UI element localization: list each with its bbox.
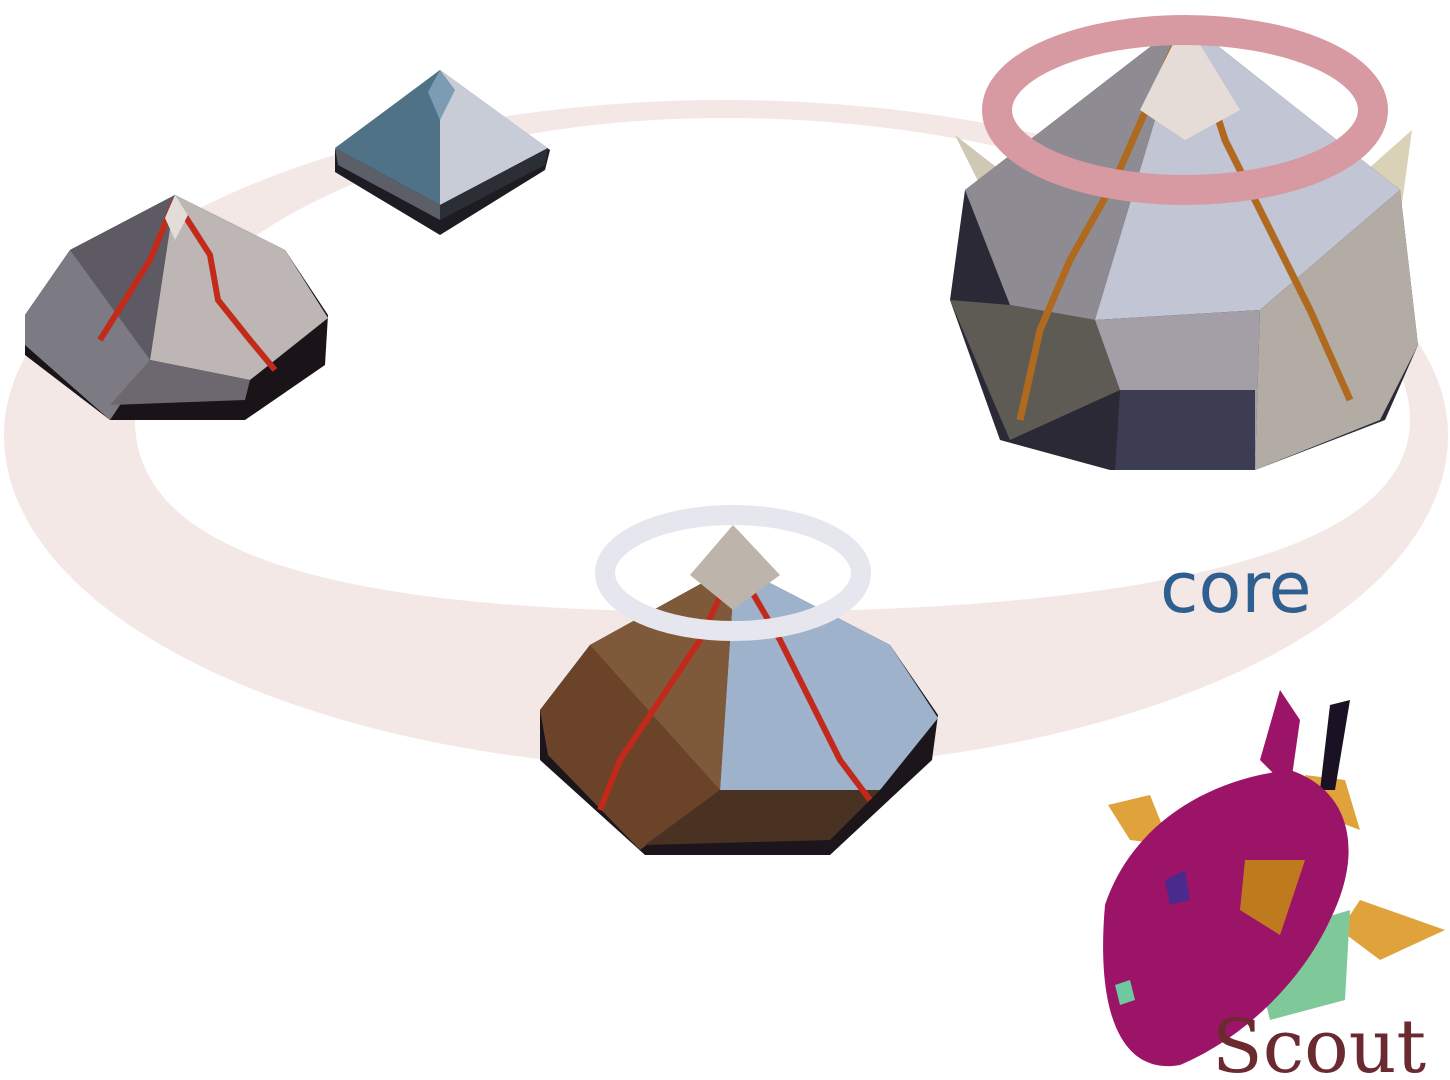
selected-brown-pyramid[interactable] xyxy=(540,565,938,855)
core-label: core xyxy=(1160,547,1312,629)
scout-ship[interactable] xyxy=(1103,690,1445,1067)
large-core-pyramid[interactable] xyxy=(950,20,1418,470)
small-blue-pyramid[interactable] xyxy=(335,70,550,235)
unit-selection-halo xyxy=(595,505,871,641)
core-selection-halo xyxy=(982,15,1388,205)
orbit-ring xyxy=(4,100,1448,770)
scout-label: Scout xyxy=(1212,1004,1426,1080)
cracked-gray-pyramid[interactable] xyxy=(25,195,328,420)
